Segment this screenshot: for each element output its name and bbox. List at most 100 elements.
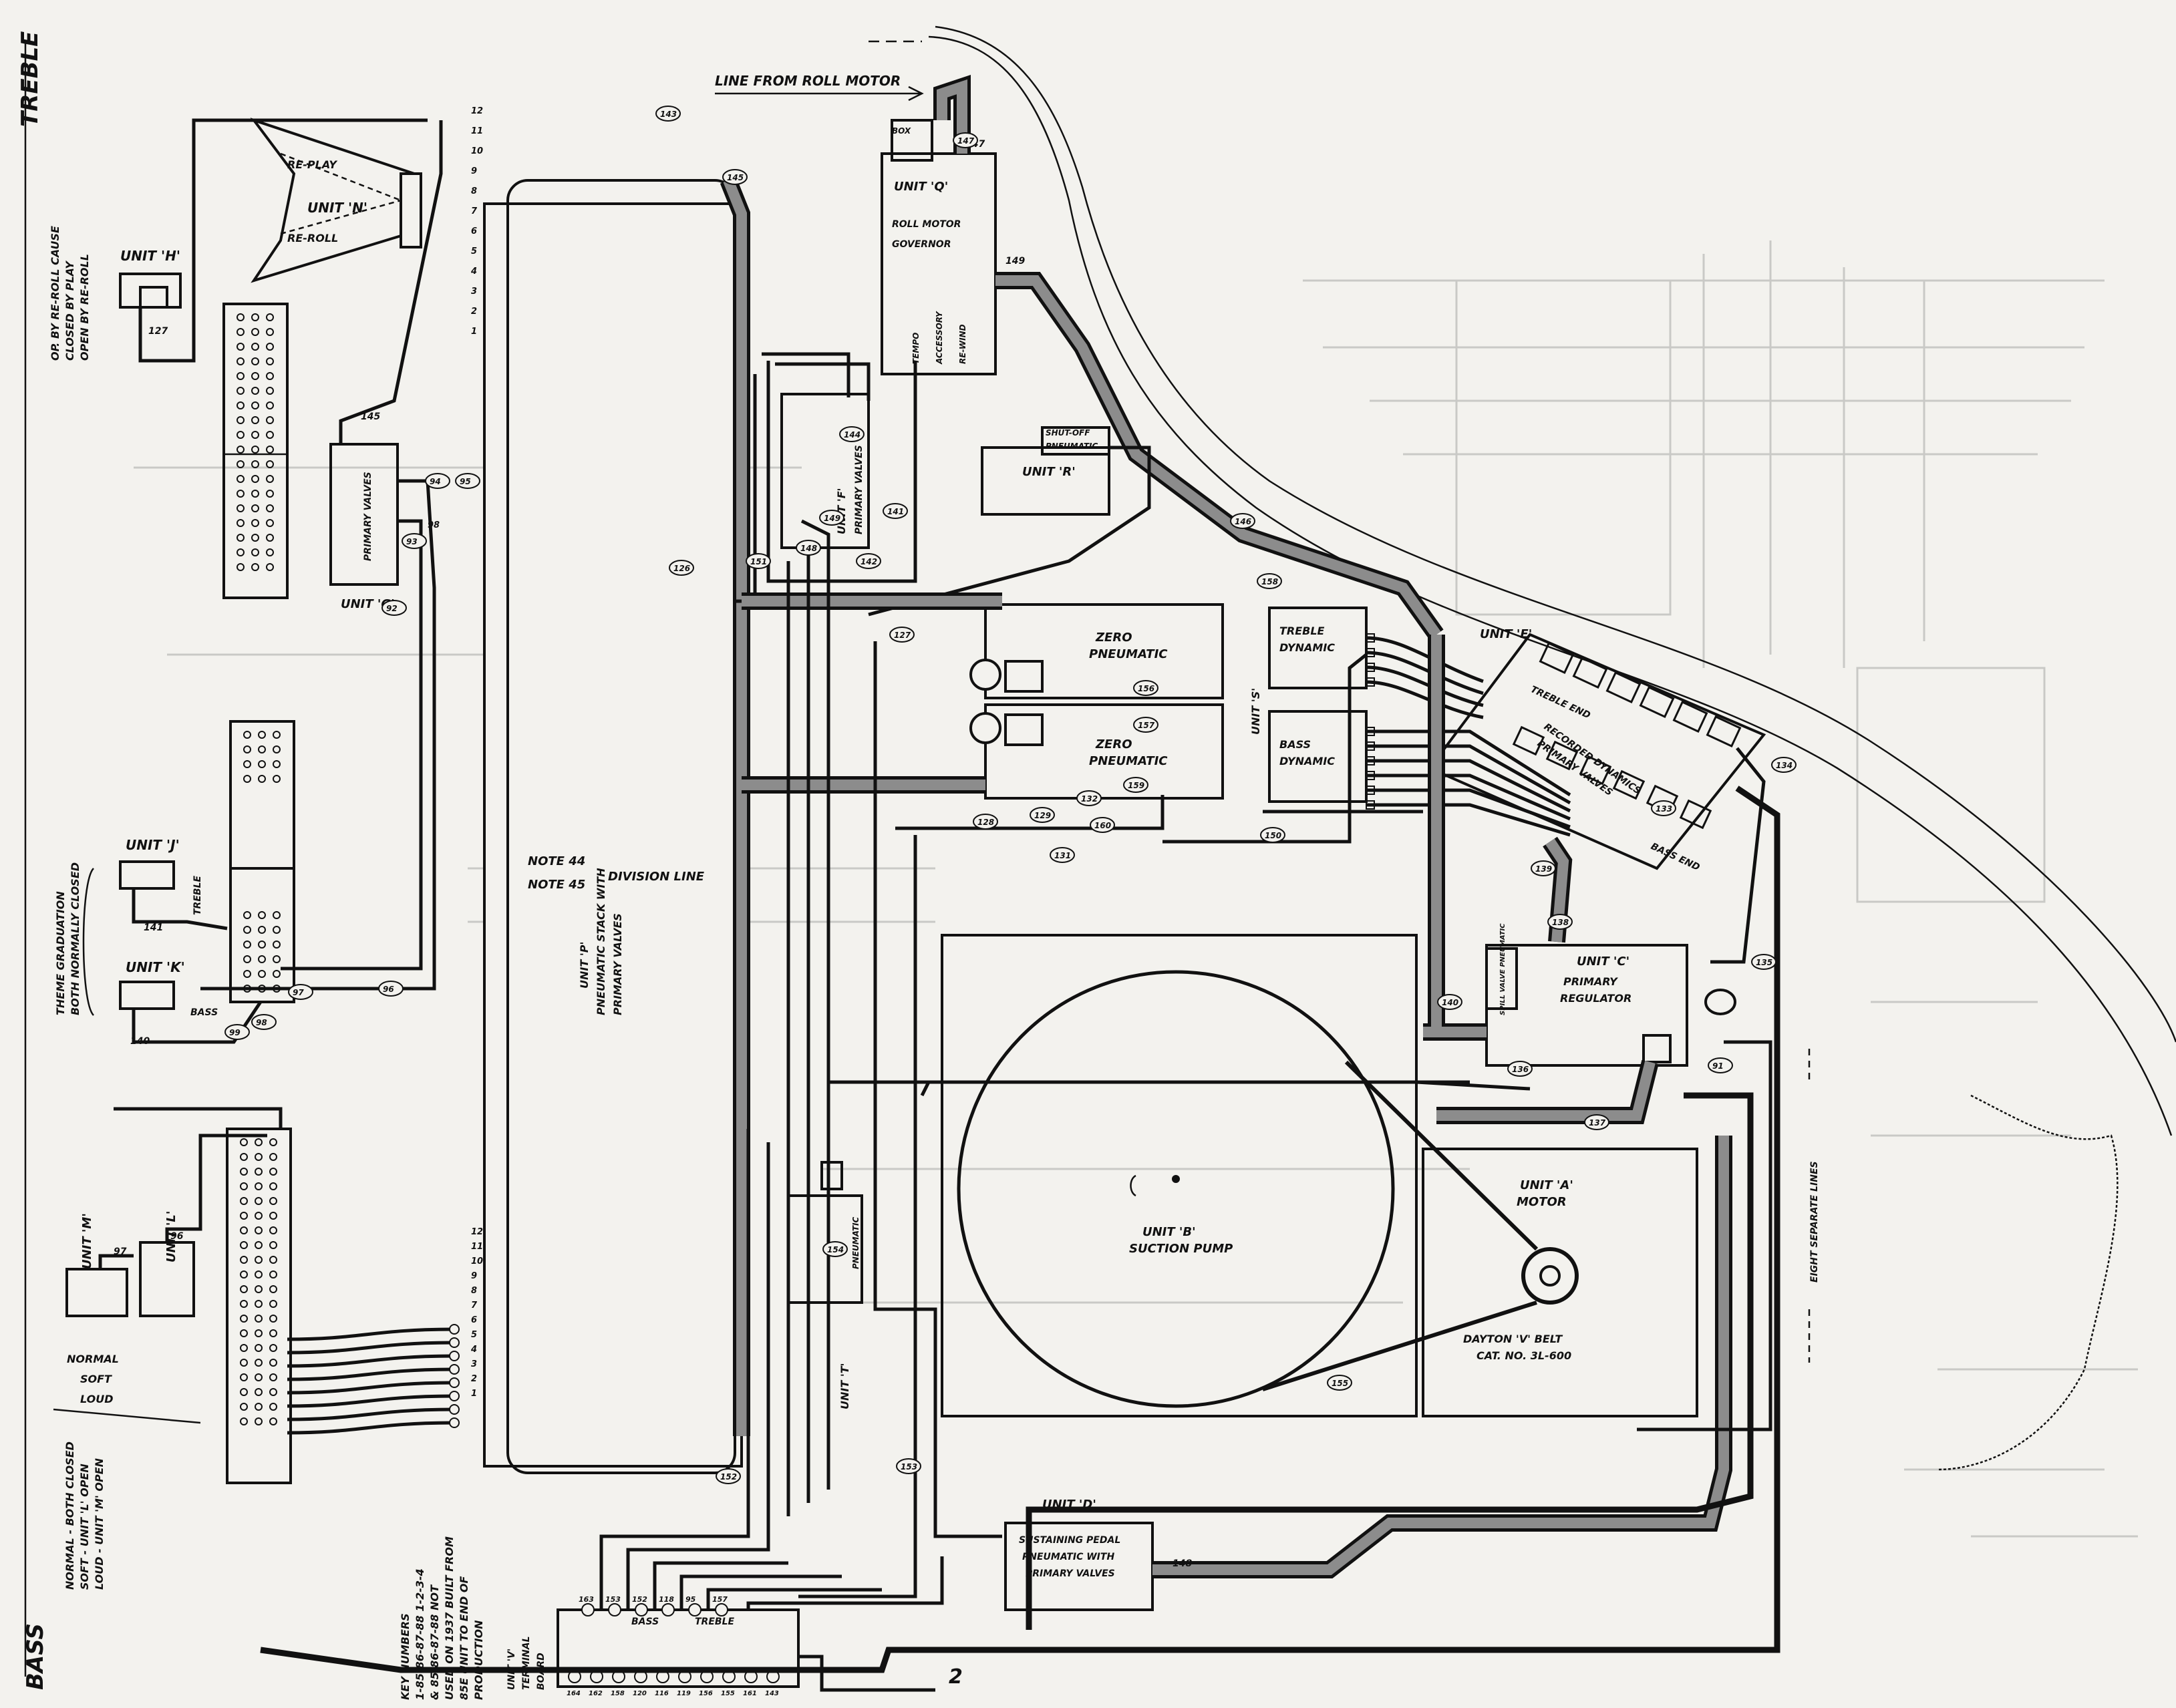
terminal-number: 156: [699, 1690, 713, 1697]
terminal-port: [243, 911, 251, 919]
terminal-port: [251, 460, 259, 468]
terminal-port: [269, 1388, 277, 1396]
tube-tag-number: 129: [1034, 811, 1051, 820]
terminal-circle: [581, 1603, 595, 1616]
tube-tag-number: 98: [256, 1018, 267, 1027]
terminal-port: [255, 1241, 263, 1249]
tube-tag-number: 153: [901, 1462, 917, 1472]
tube-tag: [1507, 1061, 1533, 1077]
tube-tag: [1050, 847, 1075, 863]
terminal-port: [266, 401, 274, 409]
recorded-dynamic-valve: [1612, 770, 1646, 800]
terminal-port: [266, 372, 274, 380]
terminal-port: [266, 475, 274, 483]
stack-number-top: 8: [471, 186, 477, 196]
tube-tag-number: 132: [1081, 794, 1098, 804]
feed-tube-nipple: [449, 1351, 460, 1361]
terminal-port: [237, 328, 245, 336]
terminal-port: [266, 343, 274, 351]
terminal-port: [240, 1417, 248, 1425]
terminal-port: [258, 760, 266, 768]
stack-number-top: 5: [471, 246, 477, 257]
stack-number-bottom: 8: [471, 1286, 477, 1296]
stack-number-top: 12: [471, 106, 483, 116]
terminal-port: [251, 534, 259, 542]
terminal-port: [237, 343, 245, 351]
terminal-strip-middle: [229, 720, 295, 1003]
terminal-port: [240, 1388, 248, 1396]
terminal-port: [243, 955, 251, 963]
tube-tag: [669, 560, 694, 576]
svg-text:NORMAL: NORMAL: [67, 1353, 119, 1365]
terminal-port: [251, 387, 259, 395]
svg-text:127: 127: [148, 326, 168, 337]
svg-text:TEMPO: TEMPO: [911, 333, 921, 364]
svg-text:BOTH NORMALLY CLOSED: BOTH NORMALLY CLOSED: [69, 862, 82, 1015]
feed-tube-nipple: [449, 1377, 460, 1388]
tube-tag-number: 155: [1332, 1379, 1348, 1388]
terminal-port: [269, 1256, 277, 1264]
feed-tube-nipple: [449, 1324, 460, 1335]
dynamic-port: [1366, 663, 1375, 672]
bass-dynamic-box: BASS DYNAMIC: [1268, 710, 1368, 803]
terminal-port: [258, 775, 266, 783]
terminal-port: [255, 1138, 263, 1146]
tube-tag: [746, 553, 771, 569]
tube-tag-number: 139: [1535, 864, 1552, 874]
terminal-port: [251, 504, 259, 512]
svg-text:SOFT - UNIT 'L' OPEN: SOFT - UNIT 'L' OPEN: [78, 1464, 91, 1590]
unit-l-title: UNIT 'L': [164, 1211, 178, 1262]
terminal-port: [258, 941, 266, 949]
svg-text:PRIMARY VALVES: PRIMARY VALVES: [854, 445, 865, 534]
terminal-port: [269, 1329, 277, 1337]
terminal-port: [237, 416, 245, 424]
terminal-number: 116: [655, 1690, 669, 1697]
feed-tube-nipple: [449, 1337, 460, 1348]
tube-tag-number: 141: [887, 507, 904, 516]
terminal-port: [255, 1168, 263, 1176]
unit-n-replay-switch: RE-PLAY UNIT 'N' RE-ROLL: [250, 118, 422, 283]
unit-k-valve: UNIT 'K' BASS 140: [119, 959, 263, 1047]
svg-text:140: 140: [130, 1036, 150, 1047]
tube-tag-number: 159: [1128, 781, 1144, 790]
tube-tag: [1090, 817, 1115, 833]
terminal-port: [269, 1403, 277, 1411]
feed-tube: [287, 1381, 455, 1395]
terminal-port: [266, 534, 274, 542]
terminal-port: [258, 926, 266, 934]
stack-number-top: 3: [471, 287, 477, 297]
feed-tube: [287, 1394, 455, 1408]
unit-d-sustaining-pedal: UNIT 'D' SUSTAINING PEDAL PNEUMATIC WITH…: [1004, 1136, 1732, 1611]
tube-tag: [1437, 994, 1462, 1010]
terminal-port: [255, 1270, 263, 1278]
tube-tag-number: 144: [844, 430, 861, 440]
terminal-port: [255, 1315, 263, 1323]
terminal-port: [237, 401, 245, 409]
unit-q-governor: BOX UNIT 'Q' ROLL MOTOR GOVERNOR TEMPO A…: [881, 74, 1444, 640]
svg-text:ZERO: ZERO: [1095, 737, 1132, 751]
tube-tag: [856, 553, 881, 569]
terminal-number: 153: [605, 1595, 621, 1604]
treble-margin-label: TREBLE: [17, 31, 43, 127]
terminal-port: [255, 1197, 263, 1205]
terminal-port: [251, 328, 259, 336]
terminal-port: [269, 1315, 277, 1323]
tube-tag-number: 143: [660, 110, 677, 119]
terminal-port: [269, 1270, 277, 1278]
svg-text:BASS: BASS: [1279, 738, 1311, 751]
svg-text:LOUD: LOUD: [80, 1393, 114, 1405]
terminal-port: [269, 1300, 277, 1308]
normal-soft-loud-labels: NORMAL SOFT LOUD: [53, 1353, 201, 1424]
svg-text:PRODUCTION: PRODUCTION: [472, 1620, 485, 1700]
terminal-port: [266, 328, 274, 336]
svg-text:141: 141: [144, 922, 163, 933]
bass-margin-label: BASS: [22, 1623, 49, 1690]
feed-tube-nipple: [449, 1417, 460, 1428]
terminal-port: [240, 1241, 248, 1249]
bass-dynamic-tube: [1366, 803, 1571, 837]
tube-tag: [381, 600, 407, 616]
svg-text:TREBLE: TREBLE: [192, 876, 203, 915]
terminal-port: [269, 1153, 277, 1161]
terminal-port: [273, 955, 281, 963]
svg-text:ROLL MOTOR: ROLL MOTOR: [892, 219, 961, 230]
